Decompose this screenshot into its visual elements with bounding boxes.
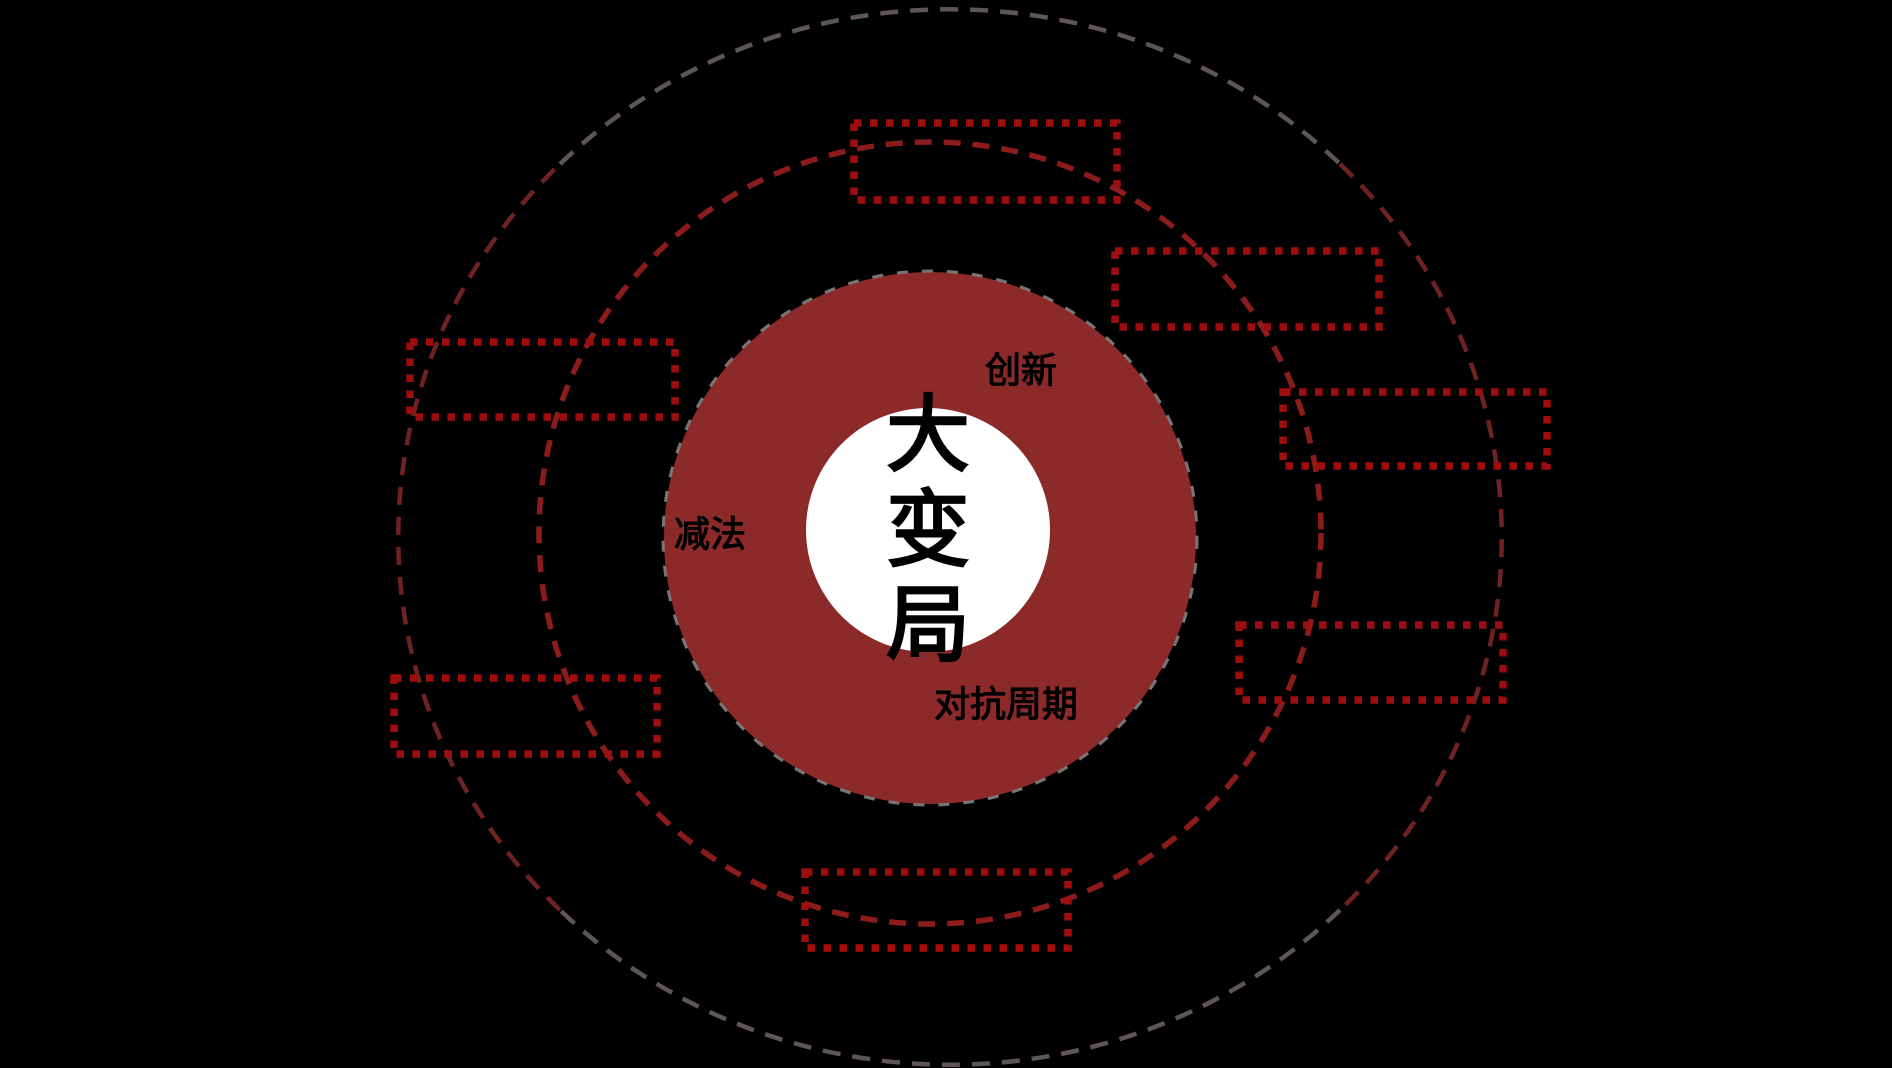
- placeholder-box-top-right: [1111, 247, 1383, 331]
- center-circle: [806, 408, 1050, 652]
- placeholder-box-left-lower: [390, 674, 661, 758]
- center-title: 大 变 局: [886, 388, 970, 672]
- label-innovation: 创新: [985, 350, 1057, 391]
- outer-ring-arc-right: [1338, 162, 1504, 912]
- center-title-char-3: 局: [886, 578, 970, 672]
- placeholder-boxes: [390, 119, 1551, 952]
- placeholder-box-bottom-center: [801, 868, 1072, 952]
- core-circle-rim: [661, 269, 1199, 807]
- placeholder-box-left-upper: [406, 338, 679, 421]
- outer-ring-arc-bottom: [558, 908, 1342, 1067]
- outer-ring-arc-left: [396, 162, 562, 912]
- placeholder-box-right-lower: [1235, 621, 1507, 704]
- center-title-char-2: 变: [886, 483, 970, 577]
- label-subtraction: 减法: [674, 514, 746, 555]
- center-title-char-1: 大: [886, 388, 970, 482]
- outer-dashed-ring: [396, 7, 1504, 1067]
- outer-ring-arc-top: [558, 7, 1342, 166]
- inner-dashed-ring: [536, 139, 1324, 927]
- placeholder-box-right-upper: [1279, 388, 1551, 470]
- label-counter-cycle: 对抗周期: [934, 684, 1078, 725]
- placeholder-box-top-center: [850, 119, 1121, 204]
